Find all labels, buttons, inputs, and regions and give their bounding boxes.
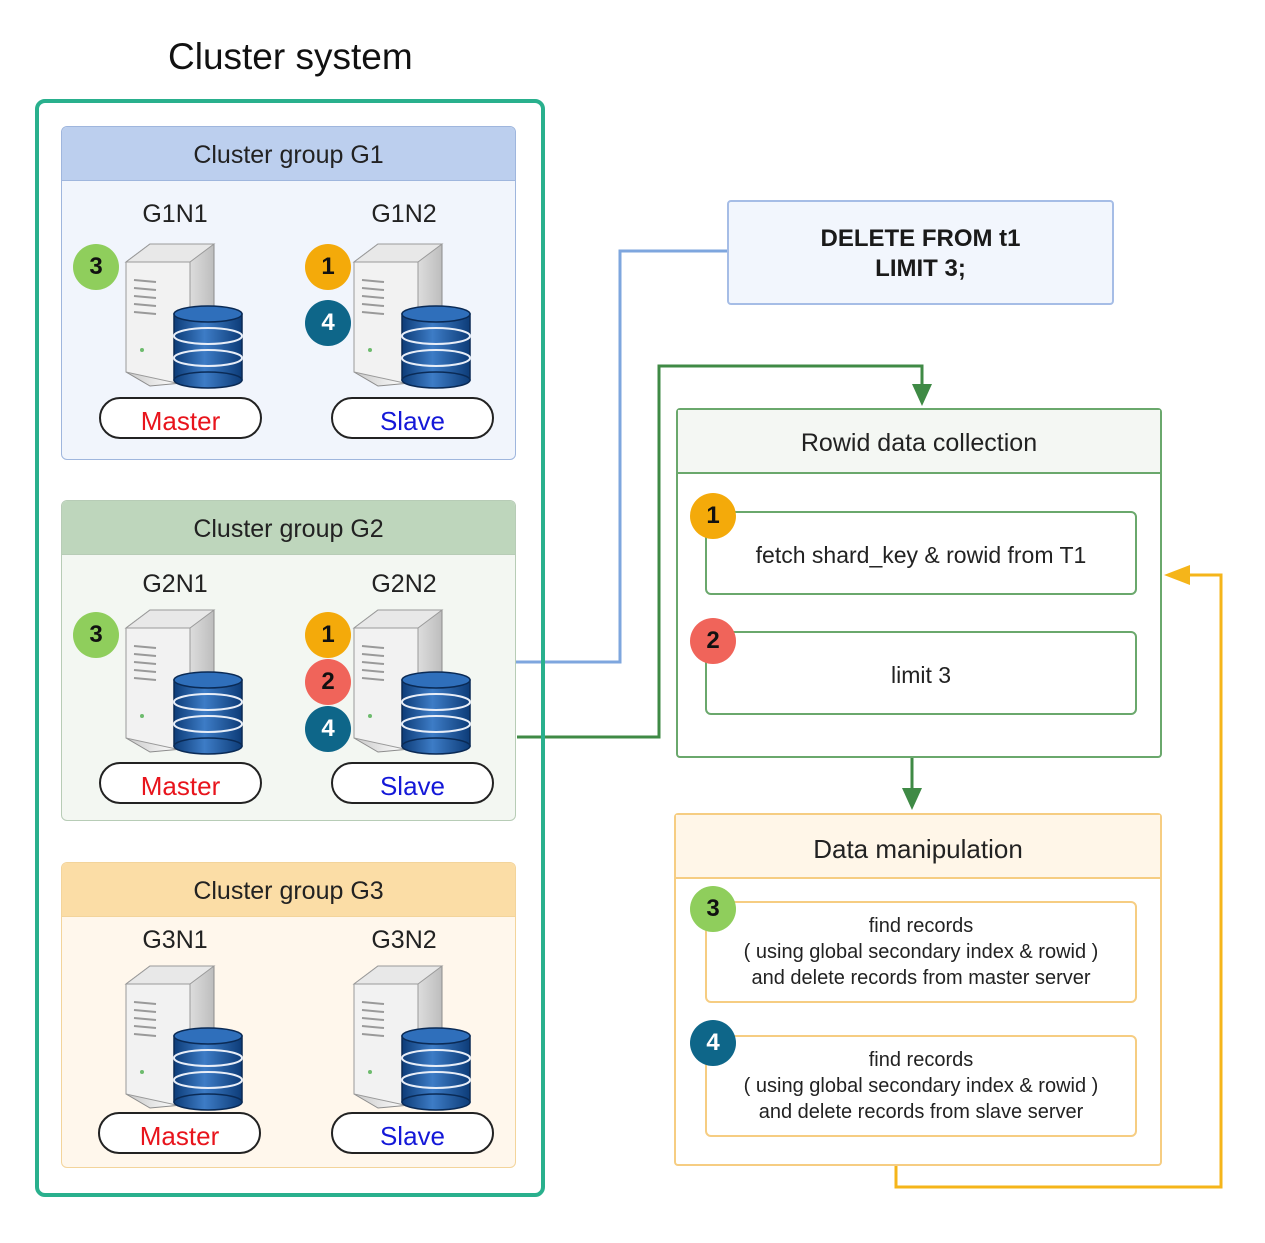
group-title: Cluster group G1: [62, 127, 515, 181]
database-server-icon: [122, 606, 244, 756]
node-label-g3n1: G3N1: [142, 926, 208, 954]
role-slave-g2: Slave: [331, 762, 494, 804]
query-to-g2n2-arrow: [470, 249, 727, 664]
step-badge-1: 1: [305, 612, 351, 658]
dm-step-slave: find records ( using global secondary in…: [705, 1035, 1137, 1137]
rowid-step-fetch: fetch shard_key & rowid from T1: [705, 511, 1137, 595]
node-label-g1n2: G1N2: [371, 200, 437, 228]
database-server-icon: [350, 606, 472, 756]
role-master-g3: Master: [98, 1112, 261, 1154]
step-line: and delete records from master server: [751, 967, 1091, 989]
step-line: ( using global secondary index & rowid ): [743, 1075, 1099, 1097]
node-label-g2n2: G2N2: [371, 570, 437, 598]
page-title: Cluster system: [168, 36, 413, 77]
dm-arrowhead: [902, 788, 922, 810]
node-label-g3n2: G3N2: [371, 926, 437, 954]
group-title: Cluster group G2: [62, 501, 515, 555]
sql-line-1: DELETE FROM t1: [820, 225, 1021, 252]
panel-title: Rowid data collection: [678, 410, 1160, 474]
rowid-arrowhead: [912, 384, 932, 406]
node-label-g1n1: G1N1: [142, 200, 208, 228]
sql-query-box: DELETE FROM t1 LIMIT 3;: [727, 200, 1114, 305]
group-title: Cluster group G3: [62, 863, 515, 917]
step-badge-1: 1: [690, 493, 736, 539]
step-badge-4: 4: [690, 1020, 736, 1066]
step-line: ( using global secondary index & rowid ): [743, 941, 1099, 963]
panel-title: Data manipulation: [676, 815, 1160, 879]
step-badge-2: 2: [690, 618, 736, 664]
database-server-icon: [122, 962, 244, 1112]
database-server-icon: [350, 962, 472, 1112]
step-badge-3: 3: [690, 886, 736, 932]
g2-to-rowid-arrow: [517, 364, 924, 739]
role-slave-g1: Slave: [331, 397, 494, 439]
step-line: find records: [868, 915, 974, 937]
dm-step-master: find records ( using global secondary in…: [705, 901, 1137, 1003]
database-server-icon: [122, 240, 244, 390]
database-server-icon: [350, 240, 472, 390]
step-line: find records: [868, 1049, 974, 1071]
step-badge-3: 3: [73, 612, 119, 658]
step-badge-3: 3: [73, 244, 119, 290]
node-label-g2n1: G2N1: [142, 570, 208, 598]
step-badge-4: 4: [305, 300, 351, 346]
role-slave-g3: Slave: [331, 1112, 494, 1154]
step-line: and delete records from slave server: [758, 1101, 1084, 1123]
role-master-g2: Master: [99, 762, 262, 804]
cluster-system-frame: [35, 99, 545, 1197]
step-badge-4: 4: [305, 706, 351, 752]
sql-line-2: LIMIT 3;: [875, 255, 966, 282]
rowid-step-limit: limit 3: [705, 631, 1137, 715]
step-badge-1: 1: [305, 244, 351, 290]
role-master-g1: Master: [99, 397, 262, 439]
step-badge-2: 2: [305, 659, 351, 705]
dm-to-rowid-loop-arrow: [894, 573, 1223, 1189]
loop-arrowhead: [1164, 565, 1190, 585]
